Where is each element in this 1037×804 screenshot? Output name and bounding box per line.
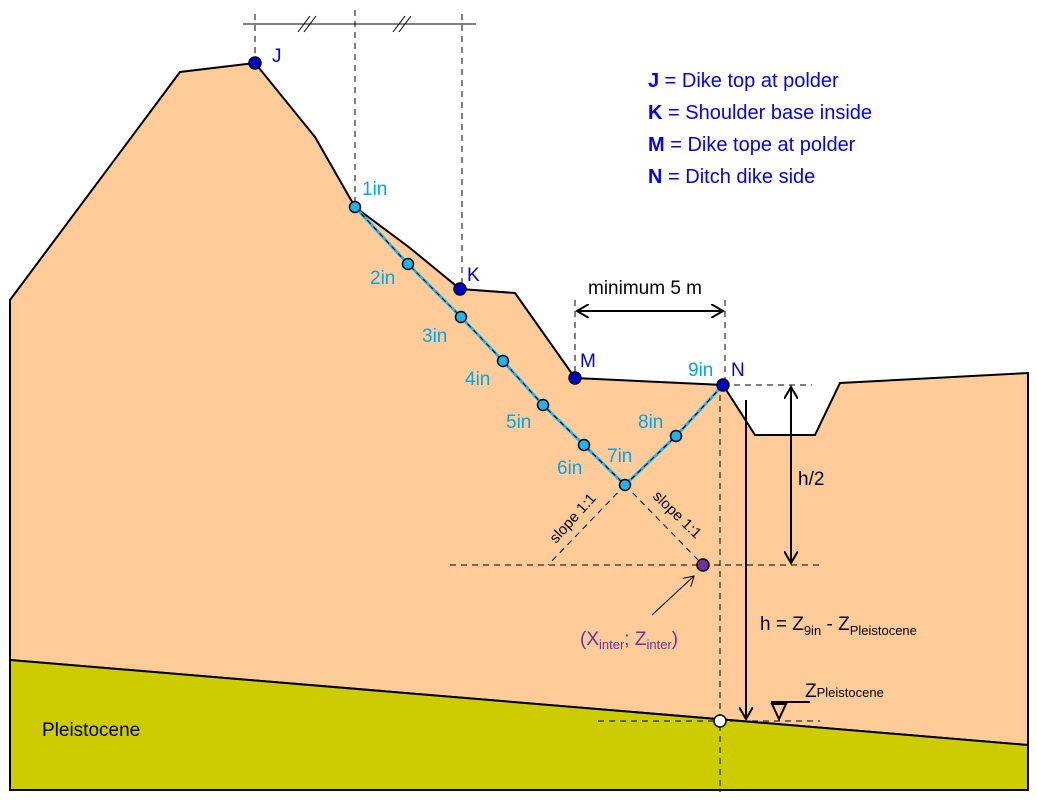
point-pleistocene — [713, 714, 727, 728]
point-4in — [496, 354, 510, 368]
legend-item-N: N = Ditch dike side — [648, 166, 815, 188]
intersection-label: (Xinter; Zinter) — [580, 629, 678, 652]
half-h-label: h/2 — [798, 469, 824, 490]
label-1in: 1in — [362, 179, 387, 200]
point-M — [568, 371, 582, 385]
label-9in: 9in — [688, 360, 713, 381]
legend-item-J: J = Dike top at polder — [648, 70, 839, 92]
pleistocene-label: Pleistocene — [42, 720, 140, 741]
point-J — [248, 56, 262, 70]
label-K: K — [467, 265, 480, 286]
legend-item-K: K = Shoulder base inside — [648, 102, 872, 124]
point-N — [716, 378, 730, 392]
label-2in: 2in — [370, 268, 395, 289]
point-2in — [401, 257, 415, 271]
intersection-pointer — [651, 576, 694, 616]
h-formula: h = Z9in - ZPleistocene — [760, 614, 917, 638]
pleistocene-layer — [9, 658, 1029, 791]
legend: J = Dike top at polder K = Shoulder base… — [648, 70, 872, 188]
dike-body — [9, 61, 1029, 747]
label-M: M — [580, 351, 596, 372]
label-6in: 6in — [557, 458, 582, 479]
water-level-icon — [770, 701, 810, 722]
point-intersection — [696, 558, 710, 572]
label-7in: 7in — [607, 446, 632, 467]
point-6in — [577, 438, 591, 452]
label-N: N — [731, 360, 745, 381]
point-8in — [669, 429, 683, 443]
point-3in — [454, 310, 468, 324]
label-3in: 3in — [422, 326, 447, 347]
label-5in: 5in — [506, 412, 531, 433]
point-5in — [536, 398, 550, 412]
label-8in: 8in — [638, 412, 663, 433]
legend-item-M: M = Dike tope at polder — [648, 134, 856, 156]
point-1in — [348, 200, 362, 214]
label-J: J — [272, 46, 282, 67]
z-pleistocene-label: ZPleistocene — [805, 681, 884, 702]
point-7in — [618, 478, 632, 492]
label-4in: 4in — [465, 369, 490, 390]
point-K — [453, 282, 467, 296]
minimum-distance-label: minimum 5 m — [588, 278, 702, 299]
